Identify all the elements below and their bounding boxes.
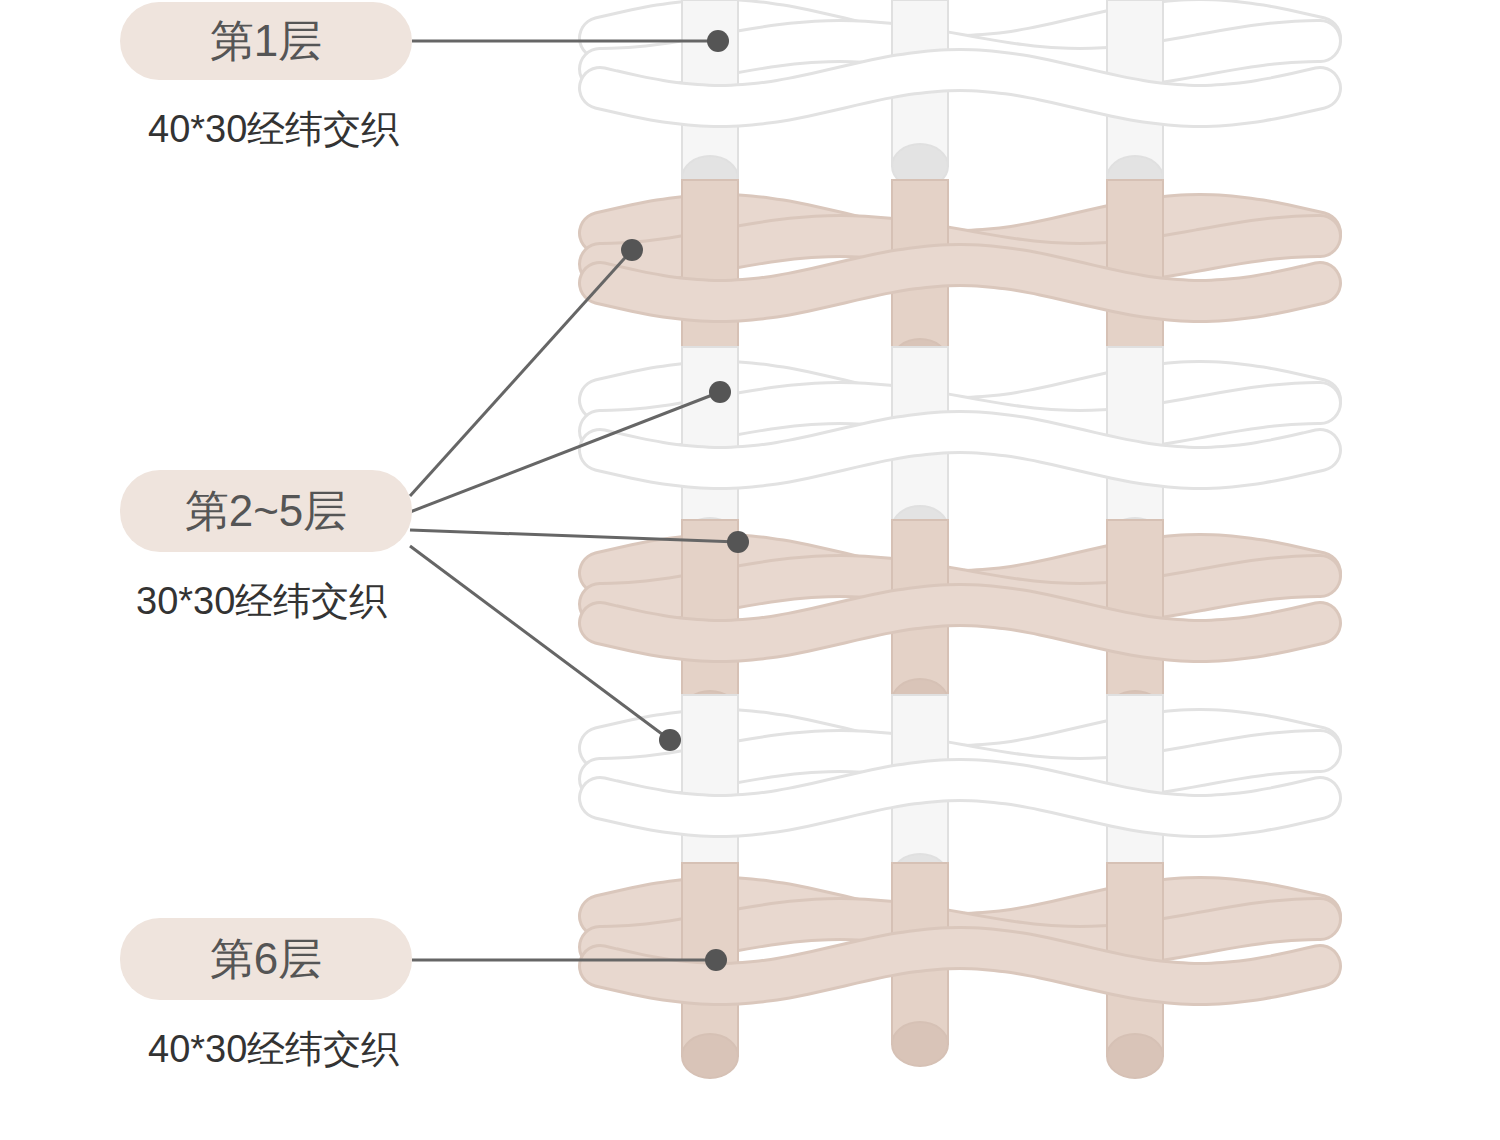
layer-name: 第6层: [210, 930, 322, 989]
warp-yarn: [682, 695, 738, 888]
leader-line: [412, 959, 716, 962]
leader-dot: [707, 30, 729, 52]
fabric-layer: [600, 0, 1320, 200]
leader-dot: [727, 531, 749, 553]
weave-spec: 30*30经纬交织: [136, 576, 387, 627]
layer-label: 第2~5层 30*30经纬交织: [120, 470, 412, 626]
warp-yarn: [682, 347, 738, 540]
weft-yarn: [600, 265, 1320, 301]
weft-yarn: [600, 780, 1320, 816]
leader-line: [410, 530, 738, 542]
weave-spec: 40*30经纬交织: [148, 1024, 399, 1075]
layer-name: 第2~5层: [185, 482, 348, 541]
leader-line: [412, 40, 718, 43]
weft-yarn: [600, 432, 1320, 468]
leader-dot: [709, 381, 731, 403]
yarn-end: [892, 1022, 948, 1066]
leader-line: [410, 546, 670, 740]
pill-label: 第6层: [120, 918, 412, 1000]
pill-label: 第1层: [120, 2, 412, 80]
pill-label: 第2~5层: [120, 470, 412, 552]
leader-line: [410, 250, 632, 496]
yarn-outline: [600, 265, 1320, 301]
yarn-outline: [600, 948, 1320, 984]
fabric-layer: [600, 863, 1320, 1078]
leader-dot: [621, 239, 643, 261]
yarn-outline: [600, 70, 1320, 106]
leader-line: [410, 392, 720, 512]
warp-yarn: [682, 180, 738, 373]
yarn-outline: [600, 605, 1320, 641]
yarn-end: [682, 1034, 738, 1078]
weft-yarn: [600, 70, 1320, 106]
leader-dot: [705, 949, 727, 971]
weft-yarn: [600, 605, 1320, 641]
layer-label: 第1层 40*30经纬交织: [120, 2, 412, 154]
yarn-outline: [600, 780, 1320, 816]
layer-label: 第6层 40*30经纬交织: [120, 918, 412, 1074]
yarn-end: [1107, 1034, 1163, 1078]
yarn-outline: [600, 432, 1320, 468]
layer-name: 第1层: [210, 12, 322, 71]
weave-spec: 40*30经纬交织: [148, 104, 399, 155]
weft-yarn: [600, 948, 1320, 984]
leader-dot: [659, 729, 681, 751]
